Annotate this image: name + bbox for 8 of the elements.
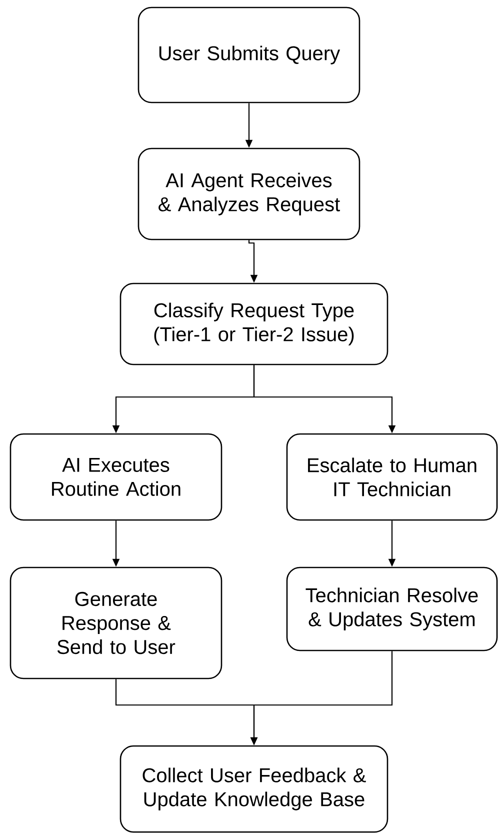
process-box: Generate Response & Send to User [10, 566, 222, 680]
process-box: Collect User Feedback & Update Knowledge Base [120, 745, 388, 833]
process-box: Classify Request Type (Tier-1 or Tier-2 Issue) [120, 282, 388, 366]
process-box: Technician Resolve & Updates System [286, 566, 498, 652]
process-box: AI Agent Receives & Analyzes Request [138, 148, 360, 240]
process-box: User Submits Query [138, 6, 360, 104]
process-box: AI Executes Routine Action [10, 433, 222, 521]
process-box: Escalate to Human IT Technician [286, 433, 498, 521]
